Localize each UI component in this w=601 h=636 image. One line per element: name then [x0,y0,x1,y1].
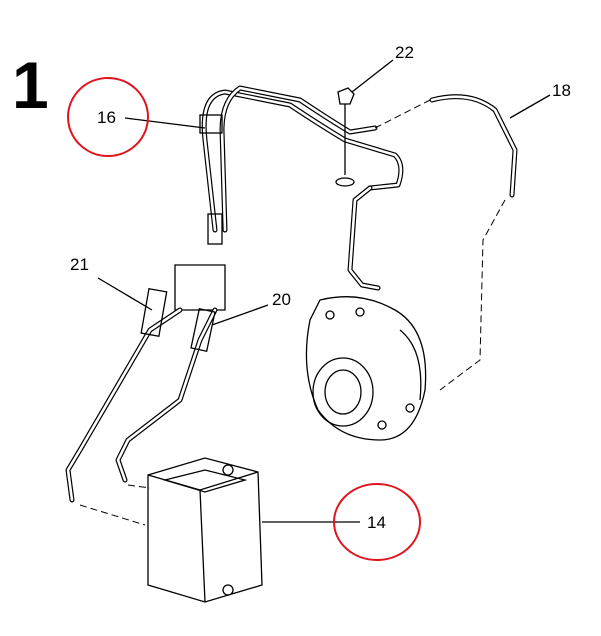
figure-number: 1 [12,48,49,122]
callout-20: 20 [272,290,291,309]
callout-16: 16 [97,108,116,127]
hose-assembly-16 [174,85,404,311]
hose-20 [79,307,218,526]
vacuum-pump [305,296,427,441]
callout-22: 22 [395,43,414,62]
bolt-22 [335,87,355,187]
hose-21 [65,288,183,503]
reservoir-14 [147,457,263,603]
callout-circle-16 [67,77,149,157]
callout-21: 21 [70,255,89,274]
callout-circle-14 [333,483,421,561]
callout-14: 14 [367,513,386,532]
callout-18: 18 [552,81,571,100]
hose-18 [374,94,518,391]
